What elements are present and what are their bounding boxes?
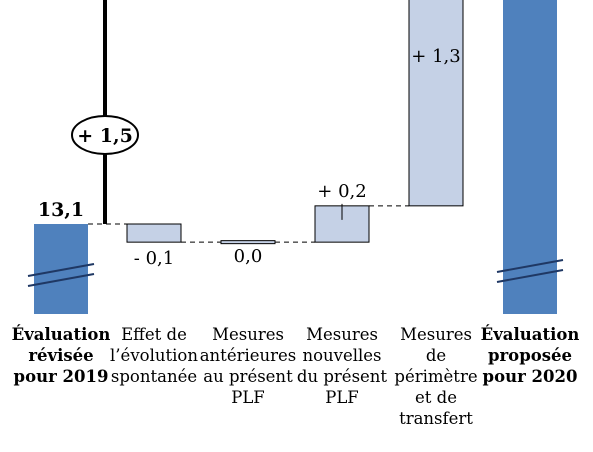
category-label: du présent bbox=[297, 367, 388, 386]
delta-bar bbox=[126, 223, 182, 243]
category-label: révisée bbox=[28, 346, 93, 365]
category-label: Mesures bbox=[400, 325, 472, 344]
category-label: Évaluation bbox=[481, 324, 580, 344]
delta-value-label: 0,0 bbox=[234, 246, 263, 267]
category-label: proposée bbox=[488, 346, 572, 365]
category-label: antérieures bbox=[200, 346, 297, 365]
axis-break-mark bbox=[496, 269, 564, 283]
delta-bar bbox=[408, 0, 464, 207]
category-label: PLF bbox=[231, 388, 265, 407]
category-label: spontanée bbox=[111, 367, 197, 386]
delta-value-label: + 1,3 bbox=[411, 46, 460, 67]
net-change-badge bbox=[71, 115, 139, 155]
axis-break-mark bbox=[27, 263, 95, 277]
category-label: pour 2019 bbox=[14, 367, 109, 386]
category-label: Mesures bbox=[212, 325, 284, 344]
delta-value-label: + 0,2 bbox=[317, 181, 366, 202]
axis-break-mark bbox=[496, 259, 564, 273]
total-bar bbox=[503, 0, 557, 315]
net-change-label: + 1,5 bbox=[77, 125, 133, 147]
category-label: Effet de bbox=[121, 325, 187, 344]
category-label: et de bbox=[415, 388, 457, 407]
total-value-label: 13,1 bbox=[38, 199, 84, 221]
category-label: Mesures bbox=[306, 325, 378, 344]
category-label: pour 2020 bbox=[483, 367, 578, 386]
delta-value-label: - 0,1 bbox=[134, 248, 174, 269]
category-label: transfert bbox=[399, 409, 473, 428]
category-label: Évaluation bbox=[12, 324, 111, 344]
axis-break-mark bbox=[27, 273, 95, 287]
delta-bar bbox=[220, 240, 276, 245]
category-label: l’évolution bbox=[110, 346, 198, 365]
category-label: au présent bbox=[203, 367, 293, 386]
category-label: PLF bbox=[325, 388, 359, 407]
category-label: périmètre bbox=[394, 367, 477, 386]
category-label: de bbox=[426, 346, 446, 365]
category-label: nouvelles bbox=[302, 346, 381, 365]
